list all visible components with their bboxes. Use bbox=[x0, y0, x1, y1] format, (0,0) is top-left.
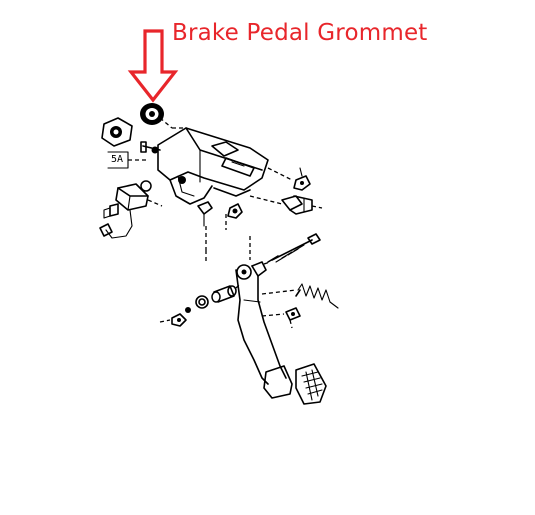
pivot-bolt bbox=[140, 141, 161, 154]
pedal-pad bbox=[263, 363, 327, 405]
connector-plug bbox=[249, 195, 323, 215]
mounting-plate bbox=[101, 117, 133, 147]
return-spring bbox=[261, 283, 339, 309]
callout-title: Brake Pedal Grommet bbox=[172, 20, 428, 46]
brake-pedal-grommet bbox=[140, 103, 164, 125]
callout-arrow bbox=[127, 29, 179, 103]
pedal-clip-screw bbox=[261, 307, 301, 329]
pedal-pivot-bolt bbox=[263, 233, 321, 265]
bracket-nut bbox=[267, 167, 311, 191]
pedal-bushings bbox=[159, 283, 241, 327]
brake-pedal-arm bbox=[235, 261, 287, 385]
part-label-box bbox=[107, 151, 146, 169]
pedal-support-bracket bbox=[157, 127, 269, 205]
part-reference-label: 5A bbox=[111, 154, 124, 165]
grommet-leader-line bbox=[159, 117, 173, 129]
brake-light-switch bbox=[99, 180, 163, 239]
bracket-fasteners bbox=[197, 201, 243, 250]
